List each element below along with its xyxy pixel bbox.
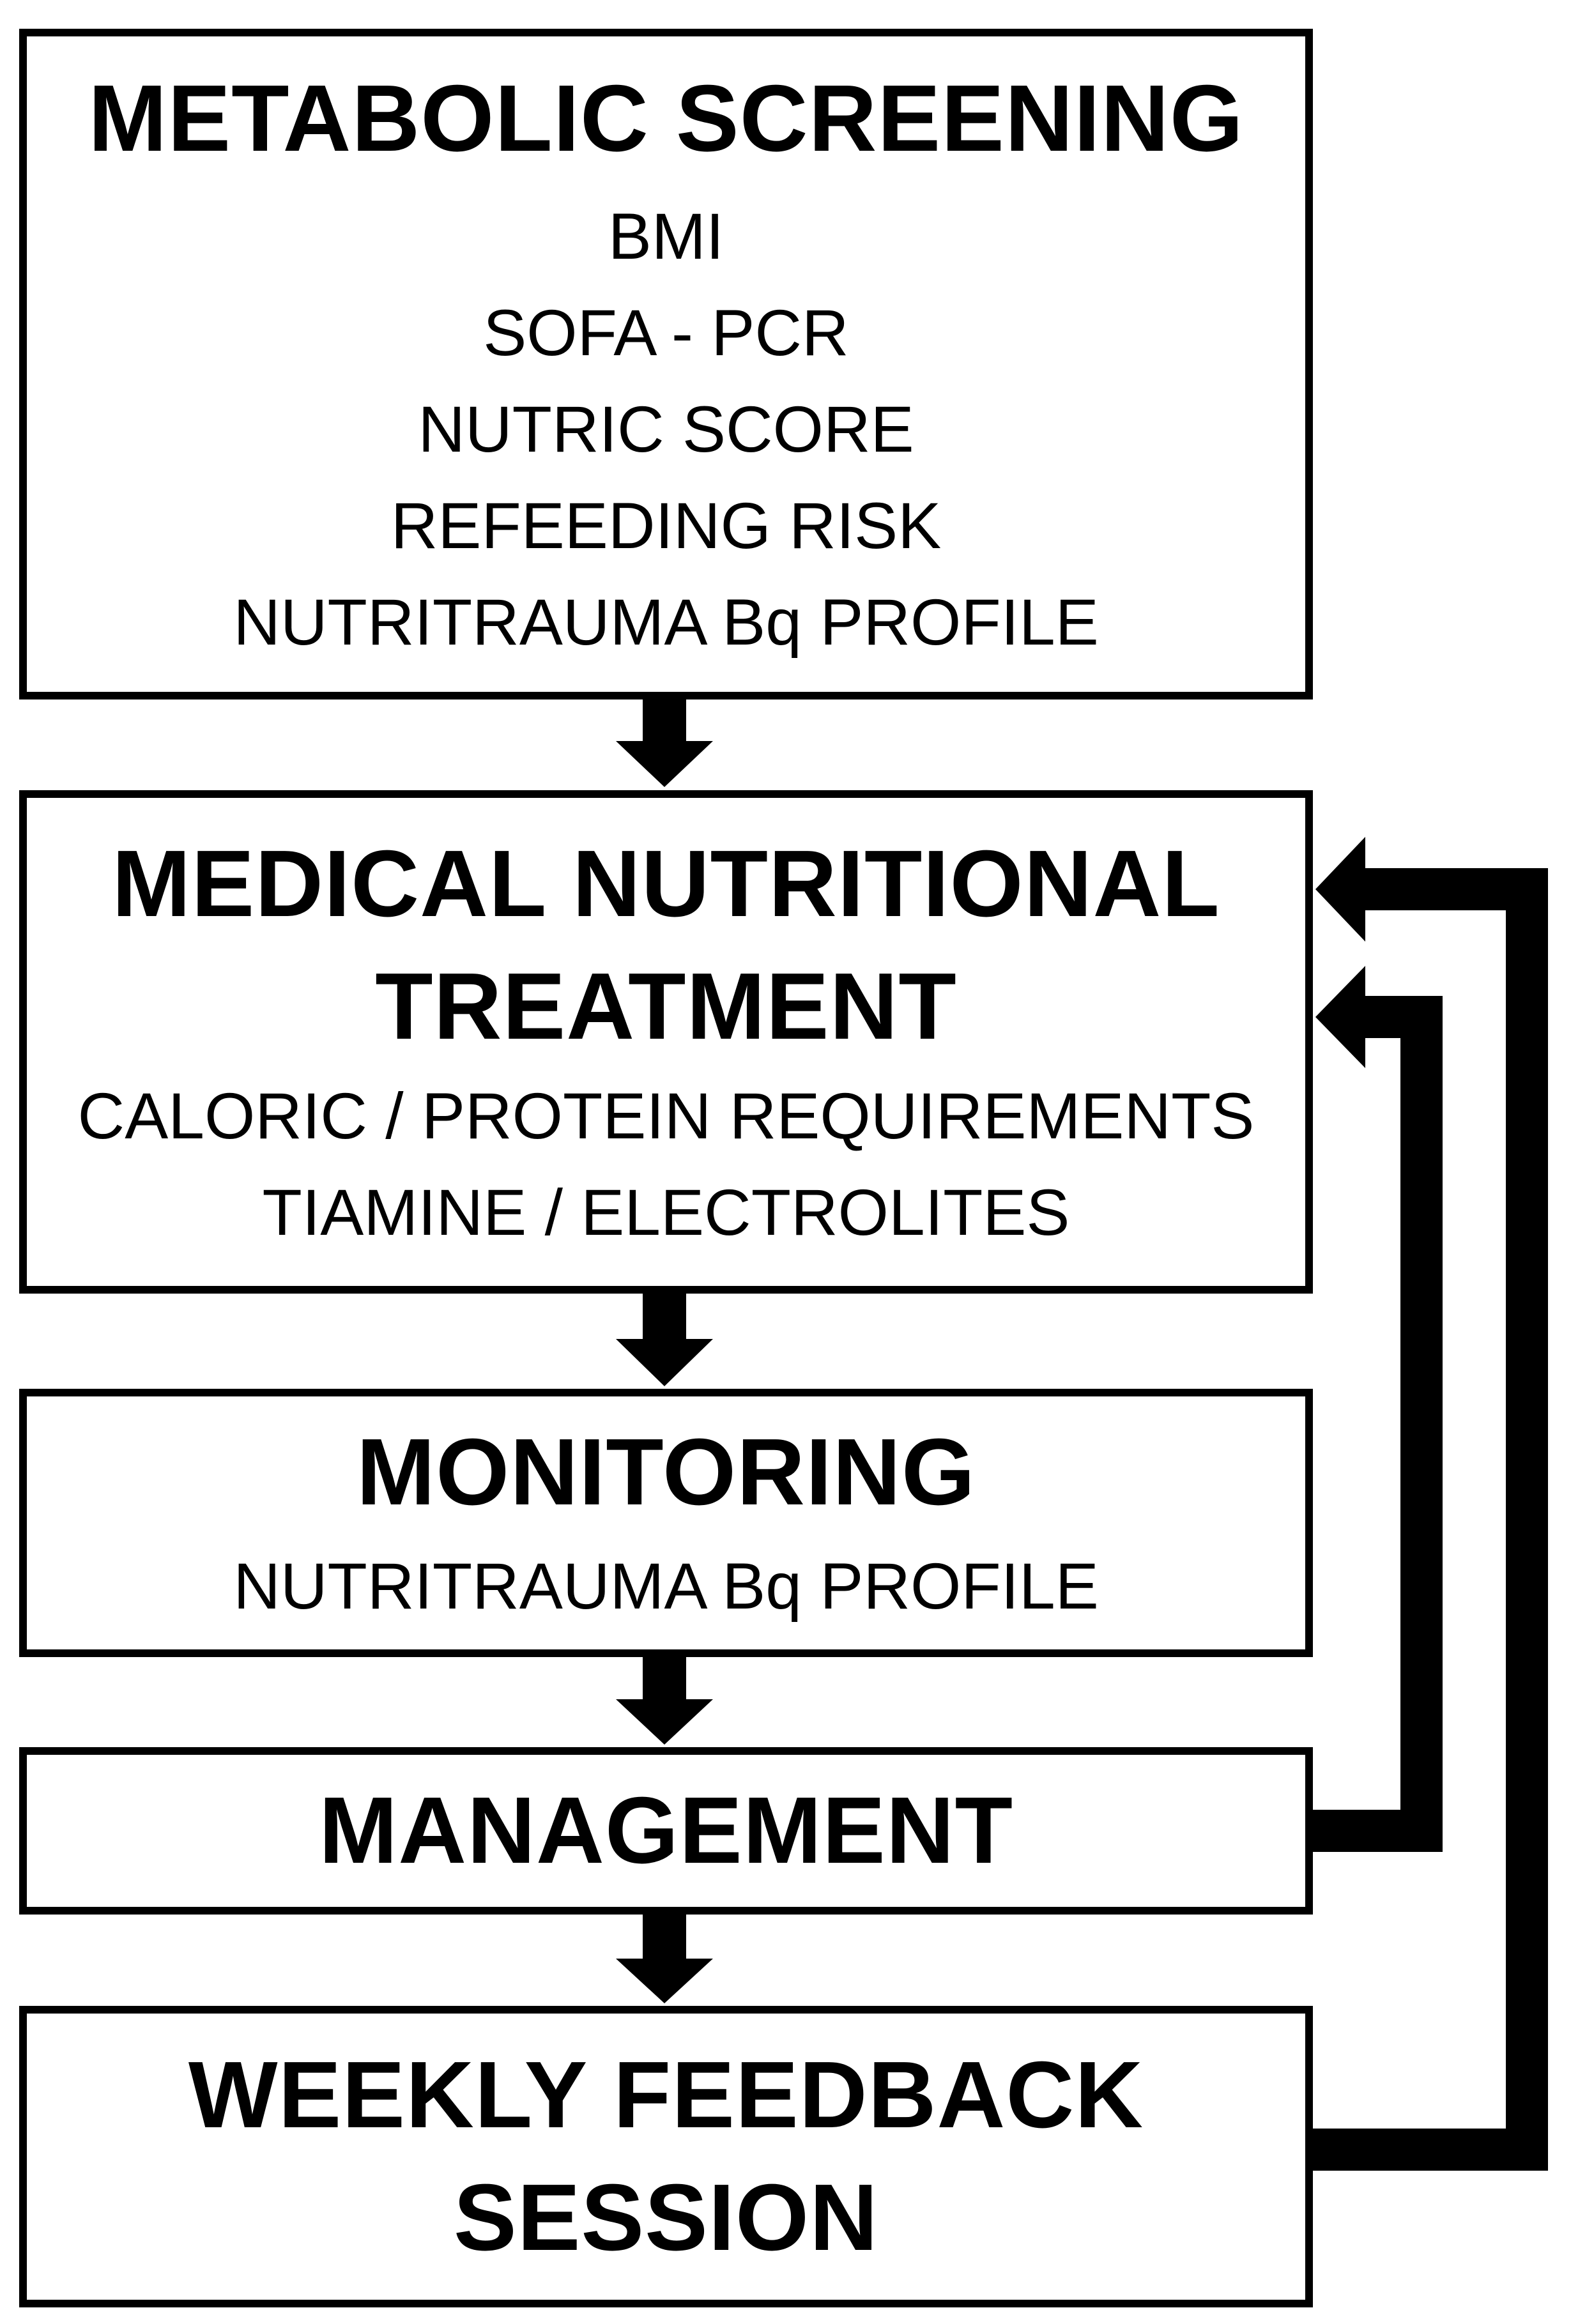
step-title: MEDICAL NUTRITIONAL (112, 830, 1220, 936)
loop-line-management-to-treatment (1313, 996, 1443, 1852)
step-title: TREATMENT (375, 954, 957, 1060)
down-arrow-monitoring-to-management (616, 1657, 713, 1745)
step-medical-nutritional-treatment: MEDICAL NUTRITIONAL TREATMENT CALORIC / … (19, 790, 1313, 1294)
down-arrow-management-to-feedback (616, 1915, 713, 2003)
step-title: METABOLIC SCREENING (88, 66, 1244, 172)
step-item: SOFA - PCR (483, 296, 849, 369)
step-title: MONITORING (356, 1419, 976, 1525)
step-item: CALORIC / PROTEIN REQUIREMENTS (77, 1080, 1255, 1153)
step-title: SESSION (454, 2165, 878, 2270)
down-arrow-treatment-to-monitoring (616, 1294, 713, 1386)
step-item: NUTRITRAUMA Bq PROFILE (233, 585, 1099, 659)
step-metabolic-screening: METABOLIC SCREENING BMI SOFA - PCR NUTRI… (19, 29, 1313, 699)
step-item: REFEEDING RISK (390, 489, 942, 562)
step-item: NUTRITRAUMA Bq PROFILE (233, 1549, 1099, 1623)
loop-line-feedback-to-treatment (1313, 868, 1548, 2171)
step-item: BMI (608, 199, 724, 273)
step-item: TIAMINE / ELECTROLITES (262, 1176, 1070, 1250)
step-title: WEEKLY FEEDBACK (188, 2042, 1144, 2148)
step-weekly-feedback-session: WEEKLY FEEDBACK SESSION (19, 2006, 1313, 2307)
down-arrow-screening-to-treatment (616, 699, 713, 787)
step-monitoring: MONITORING NUTRITRAUMA Bq PROFILE (19, 1389, 1313, 1657)
loop-arrowhead-feedback-to-treatment (1315, 837, 1365, 942)
step-item: NUTRIC SCORE (418, 392, 914, 466)
step-management: MANAGEMENT (19, 1747, 1313, 1915)
loop-arrowhead-management-to-treatment (1315, 966, 1365, 1068)
step-title: MANAGEMENT (318, 1777, 1014, 1883)
